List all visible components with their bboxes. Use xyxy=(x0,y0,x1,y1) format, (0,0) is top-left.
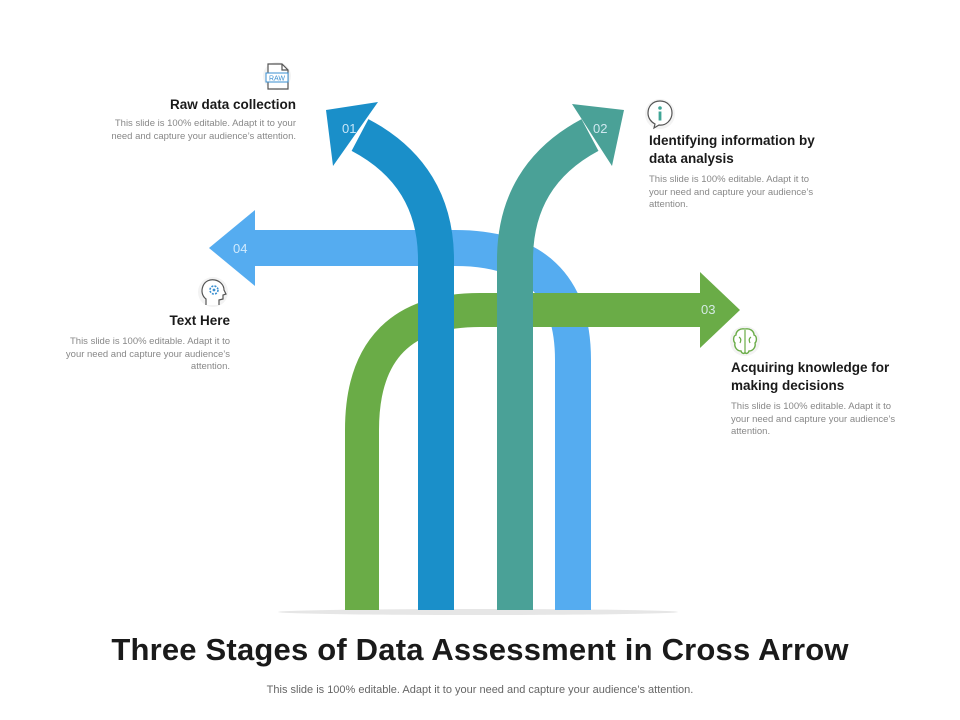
stage-04-text: Text Here This slide is 100% editable. A… xyxy=(58,312,230,374)
arrow-02-number: 02 xyxy=(593,121,607,136)
info-icon xyxy=(645,99,675,130)
stage-01-text: Raw data collection This slide is 100% e… xyxy=(110,96,296,143)
arrow-01-number: 01 xyxy=(342,121,356,136)
brain-icon xyxy=(730,326,760,356)
slide-footer: This slide is 100% editable. Adapt it to… xyxy=(266,684,694,696)
stage-02-heading: Identifying information by data analysis xyxy=(649,133,815,166)
arrow-04-number: 04 xyxy=(233,241,247,256)
stage-03-text: Acquiring knowledge for making decisions… xyxy=(731,359,903,439)
stage-01-body: This slide is 100% editable. Adapt it to… xyxy=(111,118,296,142)
arrow-04: 04 xyxy=(209,210,591,610)
slide-title: Three Stages of Data Assessment in Cross… xyxy=(111,632,849,667)
stage-03-body: This slide is 100% editable. Adapt it to… xyxy=(731,401,896,437)
head-gear-icon xyxy=(198,277,228,307)
arrow-01: 01 xyxy=(326,102,454,610)
floor-shadow xyxy=(278,609,678,615)
stage-04-body: This slide is 100% editable. Adapt it to… xyxy=(65,336,230,372)
stage-02-body: This slide is 100% editable. Adapt it to… xyxy=(649,174,814,210)
stage-01-heading: Raw data collection xyxy=(169,97,296,112)
stage-02-text: Identifying information by data analysis… xyxy=(649,132,821,212)
stage-03-heading: Acquiring knowledge for making decisions xyxy=(731,360,890,393)
stage-04-heading: Text Here xyxy=(169,313,230,328)
arrow-03: 03 xyxy=(345,272,740,610)
arrow-02: 02 xyxy=(497,104,624,610)
raw-file-icon: RAW xyxy=(263,62,291,90)
arrow-03-number: 03 xyxy=(701,302,715,317)
raw-icon-label: RAW xyxy=(269,76,285,83)
